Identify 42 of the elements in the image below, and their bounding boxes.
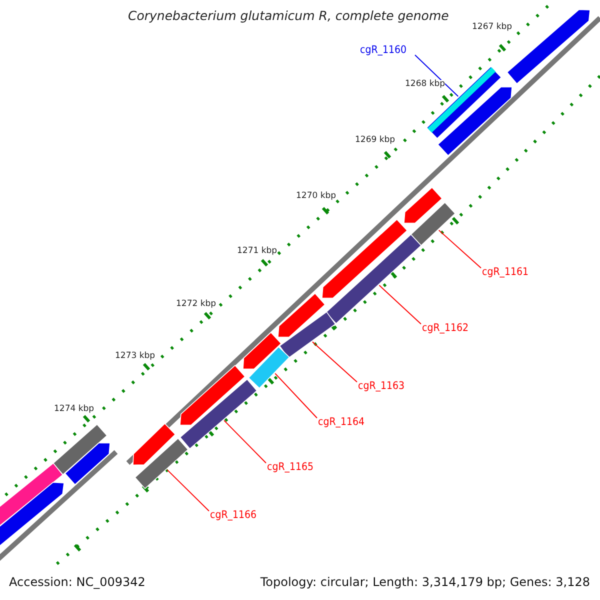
gene-block [180, 378, 258, 450]
leader-line [224, 420, 266, 464]
footer-text: Topology: circular; Length: 3,314,179 bp; Genes: 3,128 [260, 576, 590, 588]
gene-label: cgR_1164 [318, 417, 365, 428]
gene-label: cgR_1160 [360, 45, 407, 56]
leader-line [438, 230, 482, 268]
scale-label: 1273 kbp [115, 352, 156, 360]
pointed-gene-block [242, 332, 282, 370]
pointed-gene-block [322, 218, 408, 298]
leader-line [312, 341, 358, 382]
gene-label: cgR_1165 [267, 462, 314, 472]
scale-label: 1272 kbp [176, 300, 216, 308]
gene-block [52, 424, 108, 476]
scale-label: 1268 kbp [405, 80, 446, 88]
scale-label: 1274 kbp [54, 405, 94, 414]
gene-label: cgR_1166 [210, 510, 257, 520]
gene-label: cgR_1162 [422, 323, 469, 334]
pointed-gene-block [437, 86, 512, 156]
diagram-title: Corynebacterium glutamicum R, complete genome [128, 10, 449, 22]
leader-line [274, 372, 318, 418]
gene-block [0, 462, 64, 526]
gene-label: cgR_1163 [358, 381, 405, 392]
pointed-gene-block [180, 364, 246, 426]
pointed-gene-block [132, 423, 176, 466]
leader-line [414, 54, 459, 97]
scale-label: 1270 kbp [296, 192, 336, 200]
gene-block [279, 311, 336, 359]
pointed-gene-block [0, 482, 64, 546]
scale-label: 1269 kbp [355, 136, 396, 144]
footer-text: Accession: NC_009342 [9, 576, 146, 588]
gene-block [410, 202, 456, 246]
gene-block [134, 438, 189, 490]
pointed-gene-block [64, 442, 110, 486]
leader-line [166, 469, 210, 512]
pointed-gene-block [404, 186, 443, 224]
gene-block [325, 234, 422, 324]
scale-label: 1267 kbp [472, 23, 512, 32]
scale-label: 1271 kbp [237, 247, 278, 256]
leader-line [378, 284, 422, 324]
pointed-gene-block [278, 292, 326, 338]
gene-block [248, 346, 290, 389]
gene-label: cgR_1161 [482, 267, 529, 278]
